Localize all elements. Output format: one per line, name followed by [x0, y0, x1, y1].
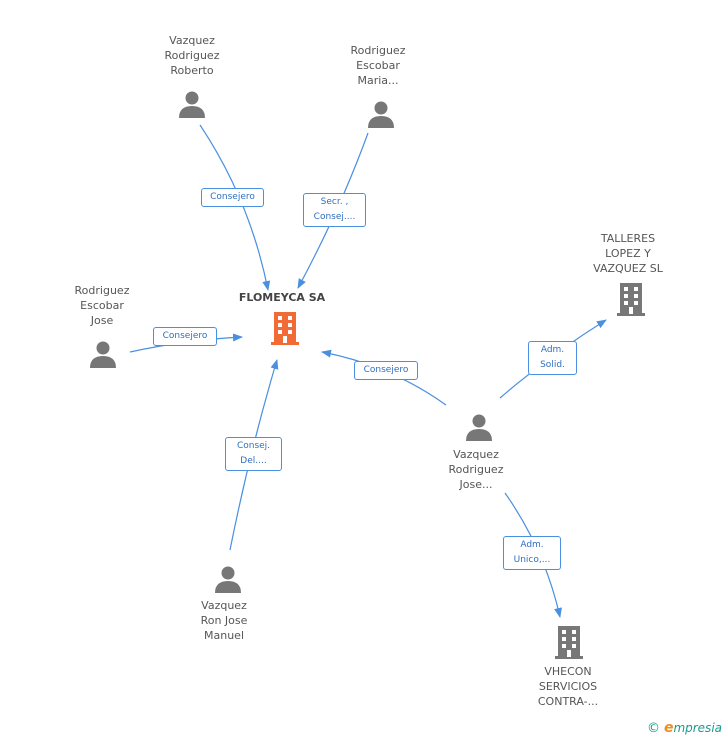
node-label-manuel[interactable]: Vazquez Ron Jose Manuel: [200, 599, 248, 642]
copyright-icon: ©: [646, 720, 660, 736]
node-label-jose-re[interactable]: Rodriguez Escobar Jose: [74, 284, 130, 327]
edge-label-jose-vr-consejero[interactable]: Consejero: [354, 361, 418, 380]
brand-logo: empresia: [663, 720, 722, 736]
edge-label-jose-vr-adm-unico[interactable]: Adm. Unico,...: [503, 536, 561, 570]
footer-brand: © empresia: [647, 720, 722, 736]
edge-roberto-flomeyca: [199, 124, 271, 291]
person-icon-manuel[interactable]: [213, 564, 243, 594]
edge-label-jose-re-consejero[interactable]: Consejero: [153, 327, 217, 346]
node-label-jose-vr[interactable]: Vazquez Rodriguez Jose...: [448, 448, 504, 491]
edge-label-maria-secr[interactable]: Secr. , Consej....: [303, 193, 366, 227]
node-label-vhecon[interactable]: VHECON SERVICIOS CONTRA-...: [537, 665, 599, 708]
person-icon-jose-re[interactable]: [88, 339, 118, 369]
building-icon-vhecon[interactable]: [553, 624, 585, 660]
node-label-roberto[interactable]: Vazquez Rodriguez Roberto: [164, 34, 220, 77]
person-icon-maria[interactable]: [366, 99, 396, 129]
person-icon-roberto[interactable]: [177, 89, 207, 119]
node-label-maria[interactable]: Rodriguez Escobar Maria...: [350, 44, 406, 87]
edge-label-jose-vr-adm-solid[interactable]: Adm. Solid.: [528, 341, 577, 375]
node-label-flomeyca[interactable]: FLOMEYCA SA: [238, 291, 326, 304]
building-icon-flomeyca[interactable]: [269, 310, 301, 346]
edge-label-roberto-consejero[interactable]: Consejero: [201, 188, 264, 207]
person-icon-jose-vr[interactable]: [464, 412, 494, 442]
edge-label-manuel-consej-del[interactable]: Consej. Del....: [225, 437, 282, 471]
node-label-talleres[interactable]: TALLERES LOPEZ Y VAZQUEZ SL: [593, 232, 663, 275]
building-icon-talleres[interactable]: [615, 281, 647, 317]
